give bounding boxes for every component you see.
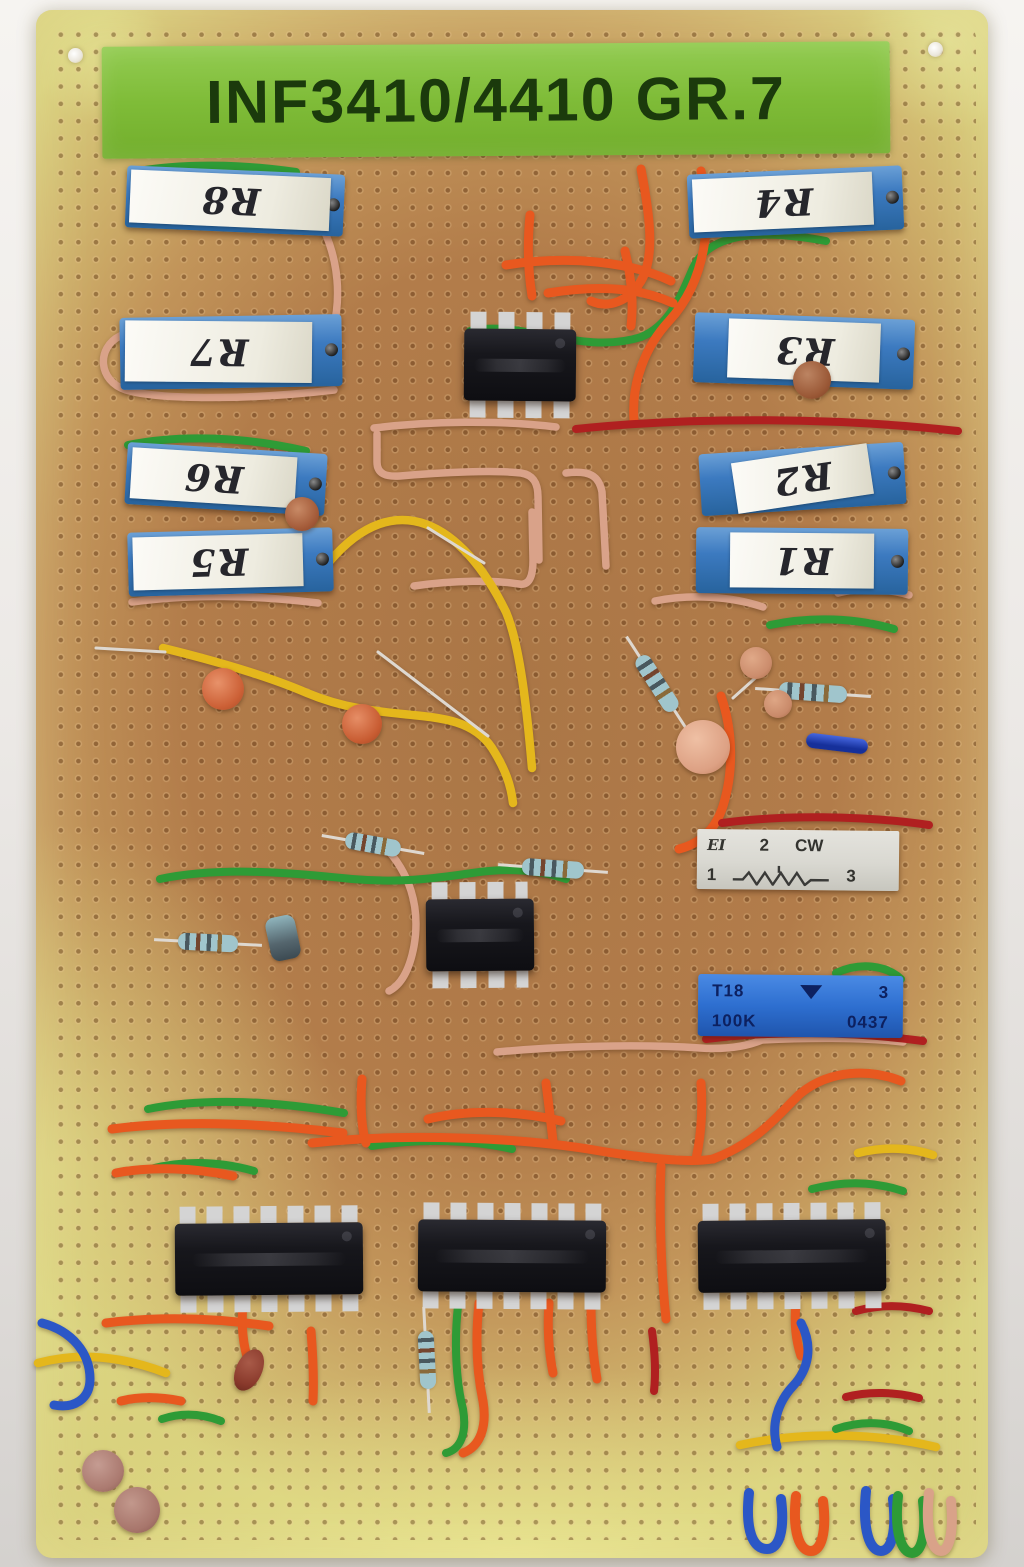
ic-body <box>417 1219 607 1293</box>
perfboard-hole-grid <box>52 26 976 1540</box>
ceramic-capacitor <box>202 668 244 710</box>
resistance-value: 100K <box>711 1011 757 1031</box>
rotation-direction-label: CW <box>794 835 824 856</box>
trimmer-label-text: R4 <box>751 178 815 226</box>
ceramic-capacitor <box>764 690 792 718</box>
dip8-ic-top <box>463 311 577 419</box>
trimmer-label-sticker: R1 <box>729 532 875 589</box>
trimmer-pot-r2: R2 <box>698 441 907 517</box>
ic-pins-bottom-row <box>703 1291 882 1310</box>
trimmer-screw <box>308 477 323 491</box>
trimmer-pot-r7: R7 <box>119 314 343 390</box>
trimmer-screw <box>887 465 902 480</box>
blue-trimmer-top-row: T18 3 <box>712 981 889 1003</box>
dip14-ic-center <box>417 1202 607 1310</box>
ceramic-capacitor <box>114 1487 160 1533</box>
dip8-ic-middle <box>425 881 535 989</box>
white-trimmer-pot: EI 2 CW 1 3 <box>696 828 900 892</box>
ic-body <box>463 328 577 402</box>
resistor <box>417 1330 437 1390</box>
blue-trimmer-bottom-row: 100K 0437 <box>712 1011 889 1033</box>
ic-body <box>697 1219 887 1293</box>
ceramic-capacitor <box>82 1450 124 1492</box>
terminal-1-label: 1 <box>706 865 717 885</box>
ceramic-capacitor <box>793 361 831 399</box>
ceramic-capacitor <box>740 647 772 679</box>
terminal-number: 3 <box>878 982 890 1002</box>
trimmer-label-sticker: R2 <box>730 443 874 514</box>
white-trimmer-bottom-row: 1 3 <box>707 865 889 887</box>
trimmer-screw <box>324 343 339 357</box>
perfboard <box>36 10 988 1558</box>
dip14-ic-right <box>697 1202 887 1310</box>
trimmer-label-text: R8 <box>198 176 262 224</box>
board-title-sticker: INF3410/4410 GR.7 <box>101 41 891 159</box>
trimmer-brand-logo: EI <box>707 836 726 855</box>
resistor-symbol <box>733 865 830 887</box>
trimmer-pot-r5: R5 <box>127 527 334 597</box>
trimmer-label-sticker: R8 <box>128 169 332 232</box>
blue-trimmer-pot: T18 3 100K 0437 <box>697 973 904 1039</box>
ic-pins-bottom-row <box>469 400 570 419</box>
trimmer-screw <box>885 190 900 205</box>
trimmer-code: 0437 <box>846 1012 889 1032</box>
trimmer-screw <box>890 554 905 568</box>
ic-pins-bottom-row <box>422 1291 601 1310</box>
trimmer-screw <box>896 347 911 361</box>
trimmer-label-text: R1 <box>771 538 833 583</box>
triangle-logo <box>800 985 823 1000</box>
trimmer-label-text: R5 <box>187 539 249 585</box>
trimmer-pot-r4: R4 <box>686 165 905 239</box>
ic-pins-bottom-row <box>432 970 529 989</box>
trimmer-model: T18 <box>712 981 745 1001</box>
resistor <box>177 932 239 953</box>
ic-pins-top-row <box>423 1202 602 1221</box>
ceramic-capacitor <box>676 720 730 774</box>
terminal-3-label: 3 <box>846 866 856 886</box>
ic-pins-top-row <box>179 1205 358 1224</box>
ceramic-capacitor <box>342 704 382 744</box>
ic-body <box>425 898 535 972</box>
trimmer-label-sticker: R6 <box>129 447 298 509</box>
trimmer-label-sticker: R4 <box>691 171 875 233</box>
ic-pins-top-row <box>702 1202 881 1221</box>
ic-body <box>174 1222 364 1296</box>
ic-pins-bottom-row <box>180 1294 359 1313</box>
trimmer-label-text: R2 <box>769 452 836 505</box>
trimmer-screw <box>315 552 330 566</box>
trimmer-pot-r1: R1 <box>695 527 909 595</box>
ic-pins-top-row <box>470 311 571 330</box>
trimmer-label-sticker: R7 <box>124 320 313 384</box>
trimmer-label-text: R6 <box>182 453 246 502</box>
ic-pins-top-row <box>431 881 528 900</box>
board-title-text: INF3410/4410 GR.7 <box>205 63 787 137</box>
mounting-hole-right <box>928 42 943 57</box>
trimmer-label-sticker: R5 <box>132 533 304 591</box>
mounting-hole-left <box>68 48 83 63</box>
wiper-terminal-number: 2 <box>759 835 770 855</box>
trimmer-label-text: R7 <box>188 329 249 374</box>
ceramic-capacitor <box>285 497 319 531</box>
dip14-ic-left <box>174 1205 364 1313</box>
white-trimmer-top-row: EI 2 CW <box>707 835 889 857</box>
trimmer-pot-r8: R8 <box>124 165 346 237</box>
